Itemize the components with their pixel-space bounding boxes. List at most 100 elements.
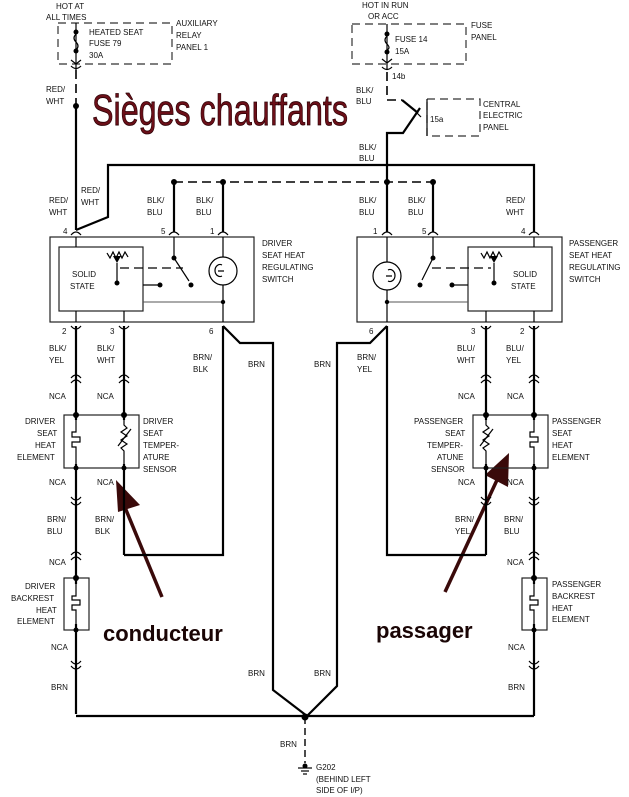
left-fuse-line3: 30A	[89, 51, 104, 60]
passenger-nca-4: NCA	[507, 478, 525, 487]
driver-switch-name-line4: SWITCH	[262, 275, 294, 284]
fuse-panel-box	[351, 23, 467, 65]
driver-pin-3: 3	[110, 327, 115, 336]
right-wire-lower-line1: BLK/	[359, 143, 377, 152]
left-panel-line2: RELAY	[176, 31, 202, 40]
passenger-seat-heat-switch: SOLID STATE	[356, 236, 563, 323]
driver-pin-4: 4	[63, 227, 68, 236]
driver-pin4-wire-line1: RED/	[49, 196, 69, 205]
right-source-line1: HOT IN RUN	[362, 1, 409, 10]
passenger-switch-name-line4: SWITCH	[569, 275, 601, 284]
connector-icon	[480, 496, 492, 506]
passenger-pin6-wire-line2: YEL	[357, 365, 373, 374]
driver-pin6-wire-line1: BRN/	[193, 353, 213, 362]
passenger-backrest-line1: PASSENGER	[552, 580, 601, 589]
passenger-pin5-wire-line2: BLU	[408, 208, 424, 217]
driver-backrest-line2: BACKREST	[11, 594, 54, 603]
driver-feed-wire-line2: WHT	[81, 198, 99, 207]
left-source-line2: ALL TIMES	[46, 13, 86, 22]
arrow-driver	[116, 480, 164, 598]
passenger-pin-1: 1	[373, 227, 378, 236]
right-panel-line2: PANEL	[471, 33, 497, 42]
driver-lower-brn-label: BRN	[248, 669, 265, 678]
driver-pin1-wire-line2: BLU	[196, 208, 212, 217]
driver-heat-element-line3: HEAT	[35, 441, 56, 450]
passenger-center-brn-label: BRN	[314, 360, 331, 369]
ground-id: G202	[316, 763, 336, 772]
right-source-line2: OR ACC	[368, 12, 399, 21]
right-wire-lower-line2: BLU	[359, 154, 375, 163]
switch-contact-icon	[173, 257, 190, 282]
passenger-heat-out-wire-line1: BRN/	[504, 515, 524, 524]
driver-seat-heat-switch: SOLID STATE	[49, 236, 255, 323]
passenger-pin-5: 5	[422, 227, 427, 236]
switch-contact-icon	[421, 257, 434, 281]
passenger-switch-name-line3: REGULATING	[569, 263, 620, 272]
driver-temp-sensor-line4: ATURE	[143, 453, 170, 462]
ground-location-line2: SIDE OF I/P)	[316, 786, 363, 795]
driver-sensor-out-wire-line1: BRN/	[95, 515, 115, 524]
driver-pin-2: 2	[62, 327, 67, 336]
passenger-pin2-wire-line2: YEL	[506, 356, 522, 365]
passenger-pin2-wire-line1: BLU/	[506, 344, 525, 353]
passenger-ground-wire: BRN	[508, 683, 525, 692]
passenger-solid-state-line1: SOLID	[513, 270, 537, 279]
driver-nca-1: NCA	[49, 392, 67, 401]
driver-heat-element-line4: ELEMENT	[17, 453, 55, 462]
driver-switch-name-line1: DRIVER	[262, 239, 292, 248]
driver-pin3-wire-line1: BLK/	[97, 344, 115, 353]
driver-nca-4: NCA	[97, 478, 115, 487]
ground-wire-label: BRN	[280, 740, 297, 749]
driver-pin2-wire-line2: YEL	[49, 356, 65, 365]
driver-nca-6: NCA	[51, 643, 69, 652]
driver-pin6-wire-line2: BLK	[193, 365, 209, 374]
driver-nca-2: NCA	[97, 392, 115, 401]
driver-pin4-wire-line2: WHT	[49, 208, 67, 217]
aux-relay-panel-box	[57, 22, 173, 65]
driver-temp-sensor-line1: DRIVER	[143, 417, 173, 426]
driver-heat-element-line2: SEAT	[37, 429, 57, 438]
passenger-nca-1: NCA	[458, 392, 476, 401]
connector-icon	[118, 374, 130, 384]
passenger-seat-heater-box	[472, 414, 549, 469]
fuse-icon	[73, 33, 79, 51]
driver-switch-name-line3: REGULATING	[262, 263, 313, 272]
connector-icon	[528, 660, 540, 670]
driver-heat-out-wire-line2: BLU	[47, 527, 63, 536]
passenger-sensor-out-wire-line2: YEL	[455, 527, 471, 536]
left-source-line1: HOT AT	[56, 2, 84, 11]
passenger-pin-2: 2	[520, 327, 525, 336]
right-fuse-line1: FUSE 14	[395, 35, 428, 44]
connector-15a: 15a	[430, 115, 444, 124]
passenger-pin-4: 4	[521, 227, 526, 236]
driver-backrest-line3: HEAT	[36, 606, 57, 615]
annotation-driver: conducteur	[103, 621, 223, 646]
passenger-heat-out-wire-line2: BLU	[504, 527, 520, 536]
right-fuse-line2: 15A	[395, 47, 410, 56]
passenger-sensor-out-wire-line1: BRN/	[455, 515, 475, 524]
connector-icon	[70, 374, 82, 384]
passenger-temp-sensor-line4: ATUNE	[437, 453, 464, 462]
passenger-heat-element-line3: HEAT	[552, 441, 573, 450]
passenger-heat-element-line1: PASSENGER	[552, 417, 601, 426]
fuse-icon	[384, 35, 390, 51]
passenger-temp-sensor-line5: SENSOR	[431, 465, 465, 474]
driver-pin-1: 1	[210, 227, 215, 236]
diagram-title: Sièges chauffants	[92, 86, 348, 135]
passenger-pin6-wire-line1: BRN/	[357, 353, 377, 362]
left-fuse-line2: FUSE 79	[89, 39, 122, 48]
connector-icon	[480, 374, 492, 384]
arrowhead-icon	[485, 453, 509, 487]
driver-nca-5: NCA	[49, 558, 67, 567]
driver-seat-heater-box	[63, 414, 140, 469]
driver-temp-sensor-line2: SEAT	[143, 429, 163, 438]
driver-pin2-wire-line1: BLK/	[49, 344, 67, 353]
driver-temp-sensor-line3: TEMPER-	[143, 441, 179, 450]
passenger-solid-state-module	[467, 246, 553, 312]
driver-heat-out-wire-line1: BRN/	[47, 515, 67, 524]
potentiometer-icon	[480, 250, 503, 260]
driver-nca-3: NCA	[49, 478, 67, 487]
driver-center-brn-label: BRN	[248, 360, 265, 369]
driver-feed-wire-line1: RED/	[81, 186, 101, 195]
left-panel-line1: AUXILIARY	[176, 19, 218, 28]
